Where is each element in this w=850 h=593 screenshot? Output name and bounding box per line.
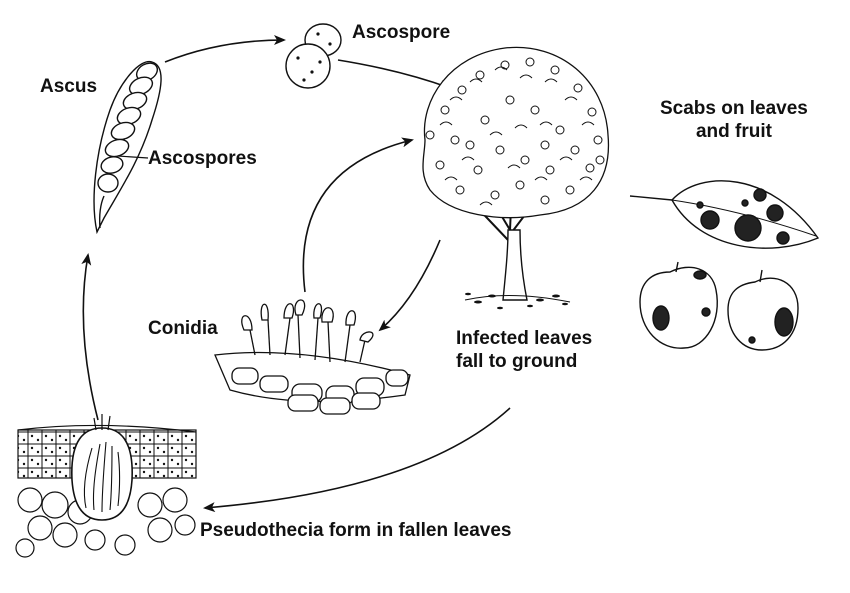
scabs-label: Scabs on leaves and fruit	[660, 98, 808, 144]
arrow-conidia-to-tree	[302, 137, 414, 293]
scabbed-leaf-icon	[629, 180, 820, 249]
ascus-icon	[93, 60, 162, 235]
scabbed-apple-icon	[727, 269, 799, 351]
conidia-cluster-icon	[214, 299, 411, 415]
scabs-label-line1: Scabs on leaves	[660, 98, 808, 119]
arrow-pseudothecia-to-ascus	[81, 253, 99, 421]
arrow-ascus-to-ascospore	[164, 35, 286, 63]
ascospore-icon	[285, 23, 342, 89]
pseudothecium-section-icon	[15, 414, 197, 558]
infected-leaves-label: Infected leaves fall to ground	[456, 328, 592, 374]
infected-label-line1: Infected leaves	[456, 328, 593, 349]
cycle-arrows	[81, 35, 511, 513]
conidia-label: Conidia	[148, 318, 218, 339]
ascospore-label: Ascospore	[352, 22, 451, 43]
ascus-label: Ascus	[40, 76, 98, 97]
scabs-label-line2: and fruit	[695, 120, 772, 142]
infected-label-line2: fall to ground	[456, 350, 578, 372]
pseudothecia-label: Pseudothecia form in fallen leaves	[200, 520, 512, 541]
arrow-tree-to-conidia	[378, 239, 441, 332]
arrow-ground-to-pseudothecia	[203, 407, 511, 513]
ascospores-label: Ascospores	[148, 148, 257, 169]
arrow-ascospore-to-tree	[337, 59, 452, 90]
apple-tree-icon	[422, 46, 610, 310]
scabbed-apple-icon	[639, 261, 718, 349]
